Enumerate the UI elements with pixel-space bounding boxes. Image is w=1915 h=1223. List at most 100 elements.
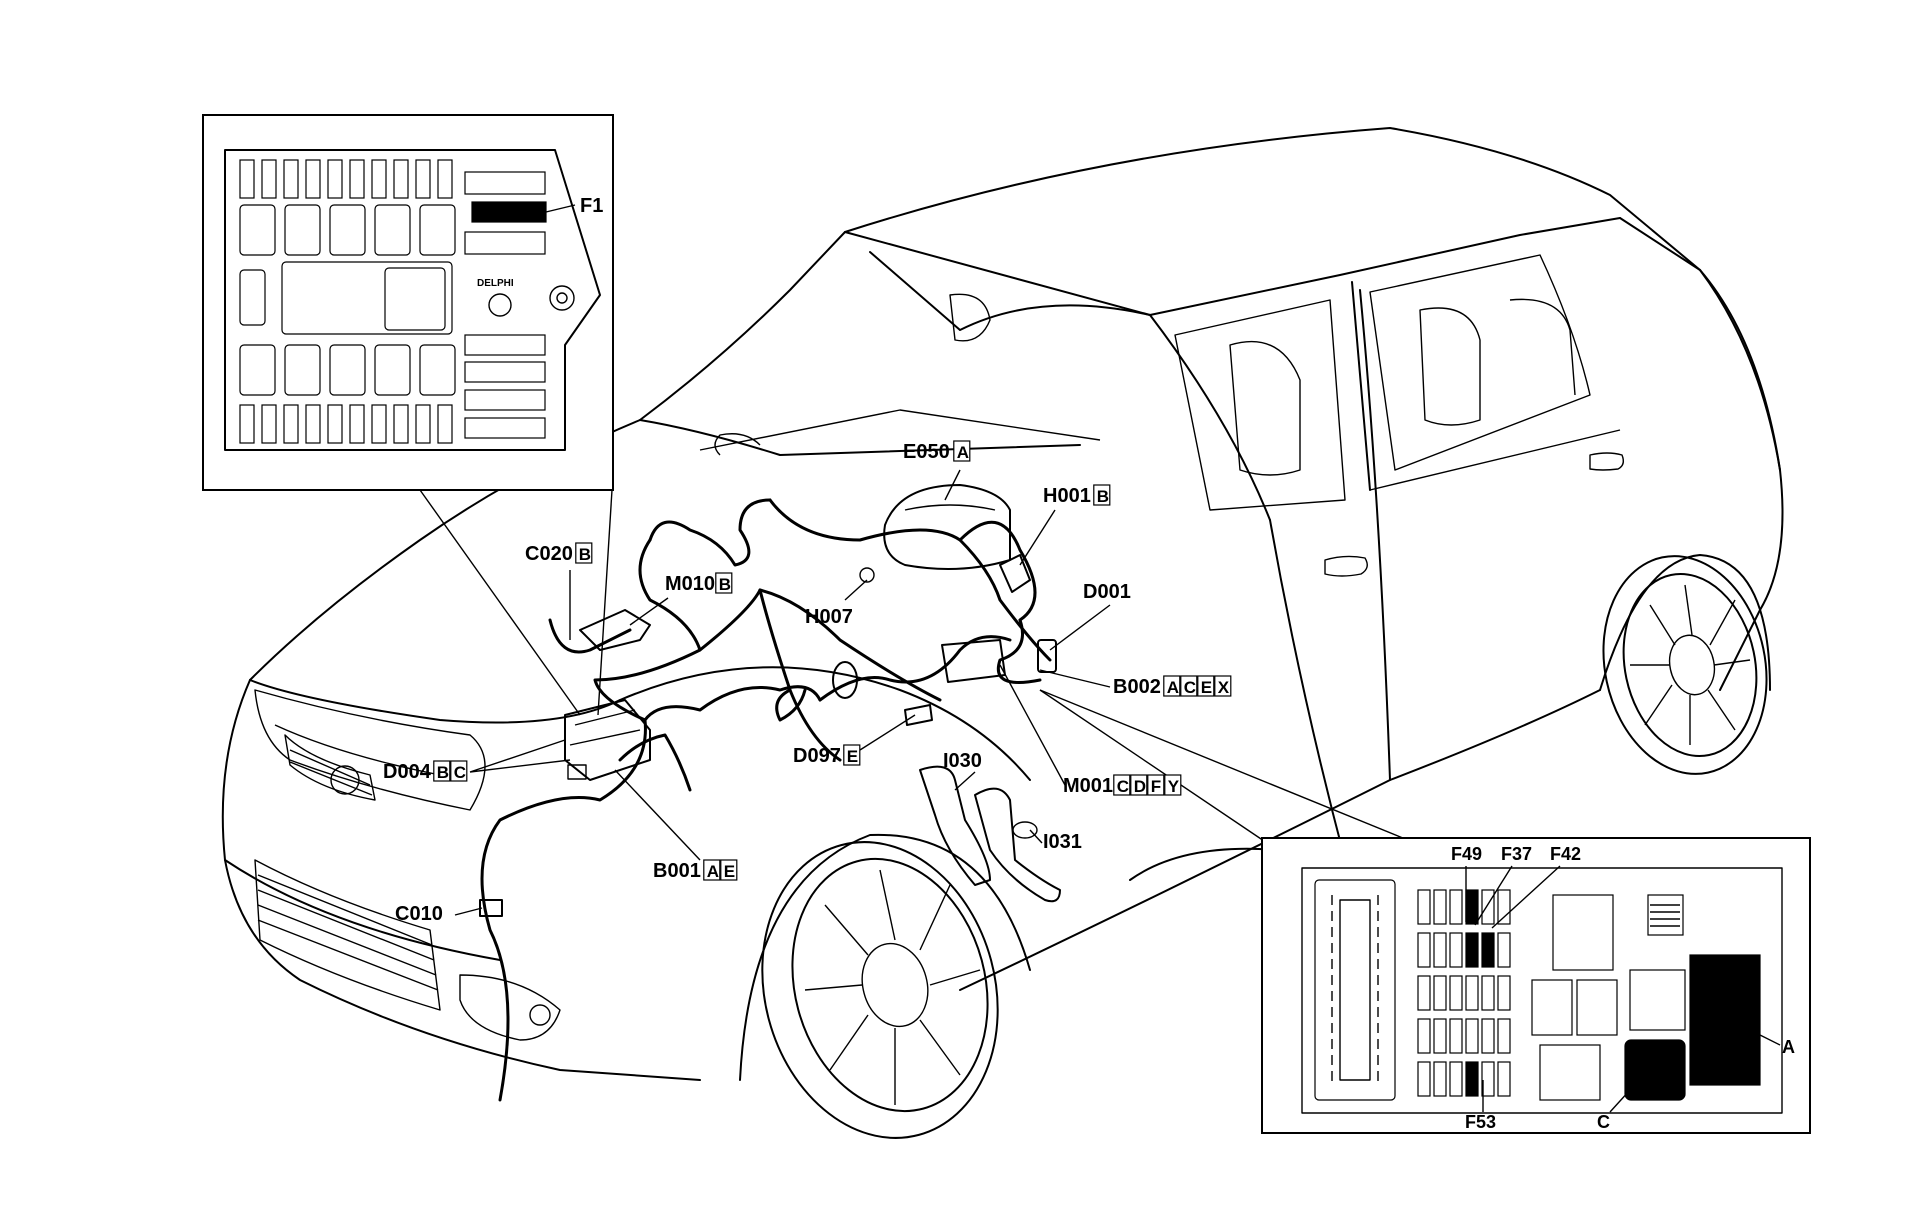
letter-box-text: D <box>1134 777 1146 796</box>
fuse-slot <box>1465 975 1479 1011</box>
fuse-slot <box>1433 1061 1447 1097</box>
letter-box-text: E <box>724 862 735 881</box>
letter-box <box>715 572 733 594</box>
label-d001: D001 <box>1083 581 1131 603</box>
rear-wheel <box>1602 555 1768 775</box>
letter-box-text: X <box>1218 678 1230 697</box>
fuse-slot <box>1449 932 1463 968</box>
component-code: I031 <box>1043 831 1082 853</box>
label-fuse-f49: F49 <box>1451 844 1482 864</box>
fuse-slot <box>1481 1018 1495 1054</box>
label-fuse-f37: F37 <box>1501 844 1532 864</box>
front-wheel <box>761 841 999 1139</box>
label-h007: H007 <box>805 606 853 628</box>
letter-box <box>703 859 721 881</box>
lower-grille <box>254 859 441 1011</box>
fuse-grid <box>1417 889 1511 1097</box>
letter-box <box>1130 774 1148 796</box>
fuse-slot <box>1433 889 1447 925</box>
front-grille <box>284 734 376 801</box>
letter-box <box>720 859 738 881</box>
component-code: H007 <box>805 606 853 628</box>
fuse-slot <box>1465 1061 1479 1097</box>
label-relay-c: C <box>1597 1112 1610 1132</box>
label-c010: C010 <box>395 903 443 925</box>
letter-box <box>1164 774 1182 796</box>
label-c020: C020 B <box>525 542 593 565</box>
letter-box <box>1163 675 1181 697</box>
fuse-slot <box>1449 975 1463 1011</box>
wiring-harness <box>480 498 1052 1102</box>
label-i030: I030 <box>943 750 982 772</box>
fuse-slot <box>1417 1018 1431 1054</box>
inset-engine-fuse-box: DELPHI F1 <box>202 114 614 716</box>
label-d097: D097 E <box>793 744 861 767</box>
fuse-slot <box>1465 932 1479 968</box>
fuse-slot <box>1417 889 1431 925</box>
fuse-slot <box>1481 975 1495 1011</box>
letter-box <box>450 760 468 782</box>
component-code: C010 <box>395 903 443 925</box>
fuse-slot <box>1449 1018 1463 1054</box>
letter-box <box>1093 484 1111 506</box>
letter-box-text: A <box>707 862 719 881</box>
label-i031: I031 <box>1043 831 1082 853</box>
letter-box <box>1214 675 1232 697</box>
letter-box <box>953 440 971 462</box>
component-code: D001 <box>1083 581 1131 603</box>
letter-box <box>843 744 861 766</box>
letter-box-text: A <box>957 443 969 462</box>
label-fuse-f53: F53 <box>1465 1112 1496 1132</box>
label-h001: H001 B <box>1043 484 1111 507</box>
fuse-slot <box>1497 1018 1511 1054</box>
component-code: C020 <box>525 543 573 565</box>
letter-box <box>1147 774 1165 796</box>
fuse-slot <box>1417 932 1431 968</box>
letter-box <box>1113 774 1131 796</box>
fuse-slot <box>1497 1061 1511 1097</box>
fuse-slot <box>1497 889 1511 925</box>
letter-box-text: C <box>1184 678 1196 697</box>
label-relay-a: A <box>1782 1037 1795 1057</box>
letter-box-text: C <box>454 763 466 782</box>
component-code: B002 <box>1113 676 1161 698</box>
letter-box <box>1180 675 1198 697</box>
component-code: B001 <box>653 860 701 882</box>
component-code: H001 <box>1043 485 1091 507</box>
component-code: D004 <box>383 761 432 783</box>
fuse-slot <box>1497 932 1511 968</box>
component-code: I030 <box>943 750 982 772</box>
component-code: D097 <box>793 745 841 767</box>
fuse-slot <box>1497 975 1511 1011</box>
component-code: E050 <box>903 441 950 463</box>
letter-box <box>433 760 451 782</box>
letter-box-text: E <box>847 747 858 766</box>
label-fuse-f42: F42 <box>1550 844 1581 864</box>
letter-box <box>1197 675 1215 697</box>
fuse-slot <box>1465 889 1479 925</box>
letter-box-text: C <box>1117 777 1129 796</box>
letter-box-text: Y <box>1168 777 1180 796</box>
component-code: M001 <box>1063 775 1113 797</box>
letter-box-text: E <box>1201 678 1212 697</box>
fuse-slot <box>1417 975 1431 1011</box>
letter-box-text: B <box>437 763 449 782</box>
letter-box-text: B <box>579 545 591 564</box>
component-code: M010 <box>665 573 715 595</box>
label-e050: E050 A <box>903 440 971 463</box>
letter-box-text: B <box>1097 487 1109 506</box>
letter-box-text: F <box>1151 777 1161 796</box>
fuse-slot <box>1481 1061 1495 1097</box>
inset-dashboard-fuse-box: F49 F37 F42 F53 A C <box>1039 689 1811 1134</box>
fuse-slot <box>1433 975 1447 1011</box>
letter-box <box>575 542 593 564</box>
fuse-slot <box>1417 1061 1431 1097</box>
fuse-slot <box>1433 1018 1447 1054</box>
fuse-slot <box>1449 1061 1463 1097</box>
fuse-slot <box>1449 889 1463 925</box>
